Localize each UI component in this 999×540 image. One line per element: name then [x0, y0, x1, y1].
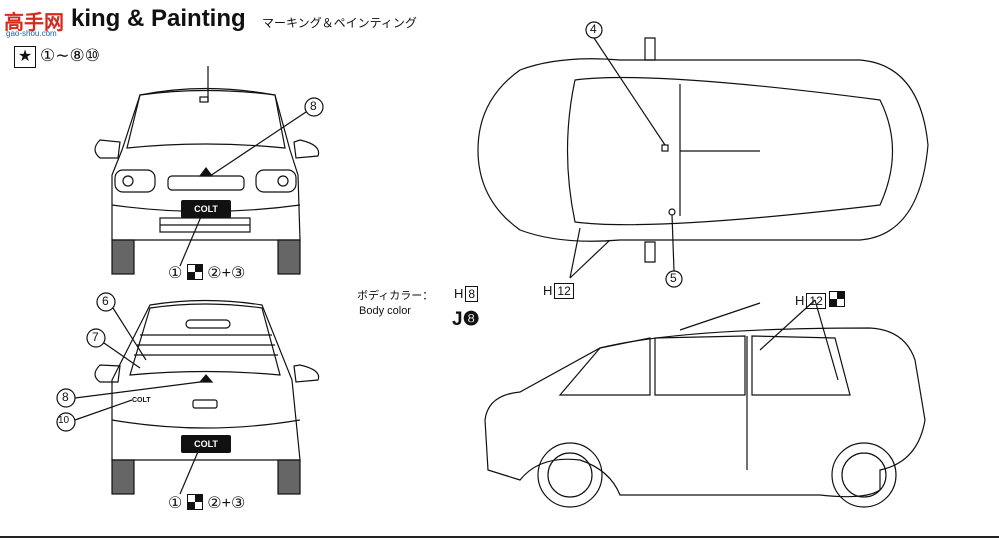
- h-prefix: H: [543, 283, 553, 298]
- star-icon: ★: [14, 46, 36, 68]
- front-view: [94, 66, 324, 275]
- site-logo-url: gao-shou.com: [6, 29, 57, 38]
- body-color-label-jp: ボディカラー：: [357, 290, 434, 302]
- rear-plate-decal: COLT: [181, 435, 231, 453]
- rear-view: [56, 292, 320, 495]
- decal-checker-icon: [829, 291, 846, 307]
- page-title-jp: マーキング＆ペインティング: [262, 16, 417, 30]
- rear-badge-text: COLT: [132, 397, 151, 404]
- decal-2-3-rear: ②+③: [207, 495, 246, 512]
- front-plate-decal: COLT: [181, 200, 231, 218]
- callout-7: 7: [92, 330, 99, 344]
- decal-checker-icon: [186, 494, 203, 510]
- callout-8-front: 8: [310, 99, 317, 113]
- callout-8-rear: 8: [62, 390, 69, 404]
- parts-list: ①∼⑧⑩: [40, 46, 100, 65]
- h-code-box: 8: [465, 286, 479, 302]
- site-logo: 高手网: [4, 10, 64, 34]
- h12-box: 12: [554, 283, 574, 299]
- h12-box: 12: [806, 293, 826, 309]
- decal-1-rear: ①: [168, 495, 183, 512]
- decal-2-3-front: ②+③: [207, 265, 246, 282]
- callout-4: 4: [590, 22, 597, 36]
- side-view: [484, 299, 926, 508]
- rear-decal-instruction: ① ②+③: [168, 493, 245, 513]
- callout-10: 10: [58, 415, 70, 426]
- h-prefix: H: [795, 293, 805, 308]
- top-view: [477, 21, 929, 288]
- front-decal-instruction: ① ②+③: [168, 263, 245, 283]
- body-color-label-en: Body color: [359, 305, 411, 317]
- callout-5: 5: [670, 271, 677, 285]
- h-prefix: H: [454, 286, 464, 301]
- page-title: king & Painting: [71, 5, 246, 32]
- callout-6: 6: [102, 294, 109, 308]
- decal-checker-icon: [186, 264, 203, 280]
- decal-1-front: ①: [168, 265, 183, 282]
- body-color-j-code: J❽: [452, 309, 480, 330]
- bottom-border: [0, 536, 999, 538]
